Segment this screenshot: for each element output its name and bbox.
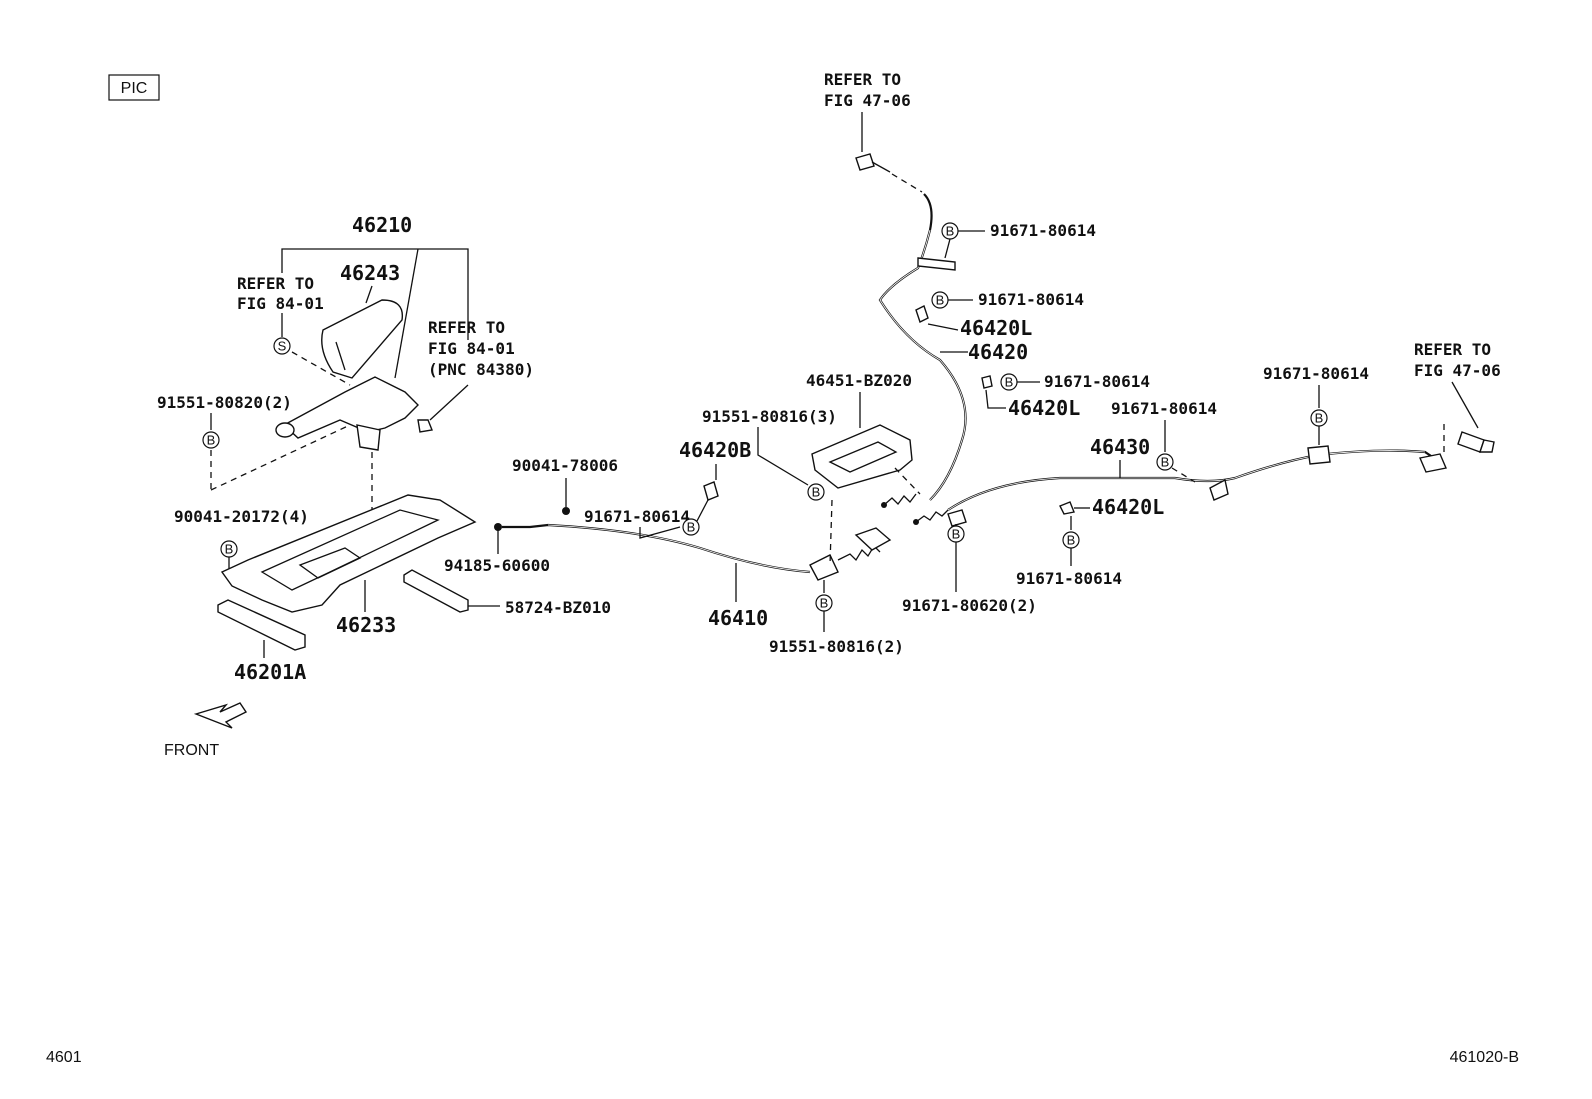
refer-top-line2: FIG 47-06: [824, 91, 911, 110]
bracket-46451: [811, 424, 913, 489]
lever-body: [282, 376, 419, 439]
label-90041-78006: 90041-78006: [512, 456, 618, 475]
refer-top-line1: REFER TO: [824, 70, 901, 89]
bolt-right: [1457, 431, 1485, 453]
bracket-58724: [403, 569, 469, 613]
refer-right-line1: REFER TO: [1414, 340, 1491, 359]
label-46420L-3: 46420L: [1092, 495, 1164, 519]
svg-text:B: B: [1315, 411, 1324, 426]
bolt-top: [855, 153, 875, 171]
label-46420L-1: 46420L: [960, 316, 1032, 340]
label-46233: 46233: [336, 613, 396, 637]
svg-text:S: S: [278, 339, 287, 354]
label-91671-80614-r2: 91671-80614: [1111, 399, 1217, 418]
svg-text:B: B: [1005, 375, 1014, 390]
strip-46201A: [217, 599, 306, 651]
marker-s: [273, 337, 291, 355]
label-91551-80820: 91551-80820(2): [157, 393, 292, 412]
svg-text:B: B: [952, 527, 961, 542]
pic-box: [108, 74, 160, 101]
svg-text:B: B: [207, 433, 216, 448]
label-46410: 46410: [708, 606, 768, 630]
label-46201A: 46201A: [234, 660, 306, 684]
footer-left: 4601: [46, 1049, 82, 1066]
front-label: FRONT: [164, 742, 219, 759]
clip-46420B: [703, 481, 719, 501]
label-91671-80614-mid: 91671-80614: [1044, 372, 1150, 391]
label-91671-80614-a: 91671-80614: [584, 507, 690, 526]
svg-text:B: B: [687, 520, 696, 535]
front-arrow-icon: [193, 702, 248, 729]
footer-right: 461020-B: [1450, 1049, 1519, 1066]
label-91551-80816-3: 91551-80816(3): [702, 407, 837, 426]
svg-text:B: B: [820, 596, 829, 611]
svg-text:B: B: [812, 485, 821, 500]
refer-right-line2: FIG 47-06: [1414, 361, 1501, 380]
label-46420B: 46420B: [679, 438, 751, 462]
label-46451-BZ020: 46451-BZ020: [806, 371, 912, 390]
svg-text:B: B: [1161, 455, 1170, 470]
label-91671-80620: 91671-80620(2): [902, 596, 1037, 615]
svg-text:B: B: [1067, 533, 1076, 548]
lever-cover-46243: [321, 299, 404, 379]
label-46210: 46210: [352, 213, 412, 237]
label-90041-20172: 90041-20172(4): [174, 507, 309, 526]
label-94185-60600: 94185-60600: [444, 556, 550, 575]
label-46420: 46420: [968, 340, 1028, 364]
leader-46210: [281, 248, 469, 340]
refer-pnc-line3: (PNC 84380): [428, 360, 534, 379]
label-58724-BZ010: 58724-BZ010: [505, 598, 611, 617]
label-91671-80614-top2: 91671-80614: [978, 290, 1084, 309]
svg-text:B: B: [946, 224, 955, 239]
label-46243: 46243: [340, 261, 400, 285]
pic-label: PIC: [121, 80, 148, 97]
refer-left-line2: FIG 84-01: [237, 294, 324, 313]
label-91671-80614-top1: 91671-80614: [990, 221, 1096, 240]
refer-left-line1: REFER TO: [237, 274, 314, 293]
label-91671-80614-r3: 91671-80614: [1016, 569, 1122, 588]
svg-text:B: B: [936, 293, 945, 308]
label-91551-80816-2: 91551-80816(2): [769, 637, 904, 656]
refer-pnc-line1: REFER TO: [428, 318, 505, 337]
base-plate-46233: [220, 494, 477, 613]
label-46430: 46430: [1090, 435, 1150, 459]
label-46420L-2: 46420L: [1008, 396, 1080, 420]
refer-pnc-line2: FIG 84-01: [428, 339, 515, 358]
label-91671-80614-r1: 91671-80614: [1263, 364, 1369, 383]
svg-text:B: B: [225, 542, 234, 557]
